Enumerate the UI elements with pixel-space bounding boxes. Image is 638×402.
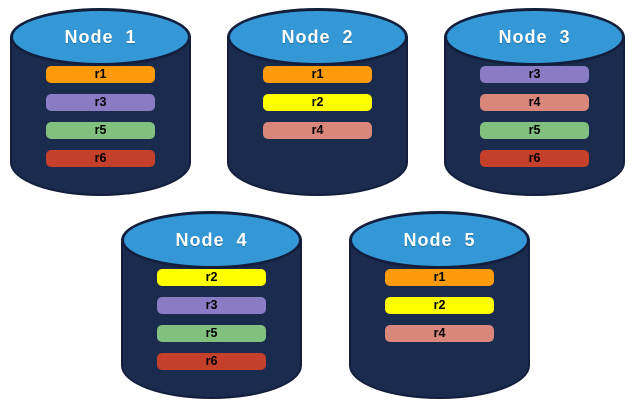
replica-bar: r6 [480,150,589,167]
replica-bar: r4 [480,94,589,111]
replica-bar: r3 [480,66,589,83]
replica-label: r4 [433,326,446,341]
cylinder-top-ellipse: Node 3 [444,8,625,66]
cylinder-top-ellipse: Node 2 [227,8,408,66]
replica-label: r1 [433,270,446,285]
node-label: Node 4 [175,229,248,250]
node-label: Node 3 [498,26,571,47]
replica-label: r5 [205,326,218,341]
replica-bar: r2 [263,94,372,111]
node-cylinder: Node 4 r2 r3 r5 r6 [121,211,302,399]
replica-bar: r6 [46,150,155,167]
replica-list: r2 r3 r5 r6 [121,269,302,370]
replica-bar: r3 [46,94,155,111]
replica-bar: r1 [263,66,372,83]
node-cylinder: Node 3 r3 r4 r5 r6 [444,8,625,196]
replica-bar: r2 [157,269,266,286]
replica-label: r5 [94,123,107,138]
replica-label: r3 [205,298,218,313]
node-label: Node 2 [281,26,354,47]
replica-label: r6 [205,354,218,369]
replica-list: r1 r2 r4 [227,66,408,139]
replica-label: r2 [205,270,218,285]
cylinder-top-ellipse: Node 5 [349,211,530,269]
replica-bar: r2 [385,297,494,314]
replica-bar: r5 [157,325,266,342]
replica-label: r1 [311,67,324,82]
replica-list: r1 r2 r4 [349,269,530,342]
replica-label: r4 [528,95,541,110]
replica-bar: r4 [385,325,494,342]
replica-bar: r3 [157,297,266,314]
replica-label: r2 [311,95,324,110]
replica-bar: r4 [263,122,372,139]
node-cylinder: Node 5 r1 r2 r4 [349,211,530,399]
replica-label: r3 [528,67,541,82]
node-cylinder: Node 1 r1 r3 r5 r6 [10,8,191,196]
cylinder-top-ellipse: Node 4 [121,211,302,269]
replica-list: r3 r4 r5 r6 [444,66,625,167]
replica-bar: r6 [157,353,266,370]
node-cylinder: Node 2 r1 r2 r4 [227,8,408,196]
replica-bar: r5 [480,122,589,139]
replica-bar: r5 [46,122,155,139]
replica-label: r3 [94,95,107,110]
replica-label: r2 [433,298,446,313]
replica-bar: r1 [46,66,155,83]
cylinder-top-ellipse: Node 1 [10,8,191,66]
node-label: Node 1 [64,26,137,47]
replica-bar: r1 [385,269,494,286]
replica-label: r5 [528,123,541,138]
replica-label: r4 [311,123,324,138]
node-label: Node 5 [403,229,476,250]
replica-label: r6 [94,151,107,166]
replica-label: r1 [94,67,107,82]
replica-list: r1 r3 r5 r6 [10,66,191,167]
replica-label: r6 [528,151,541,166]
